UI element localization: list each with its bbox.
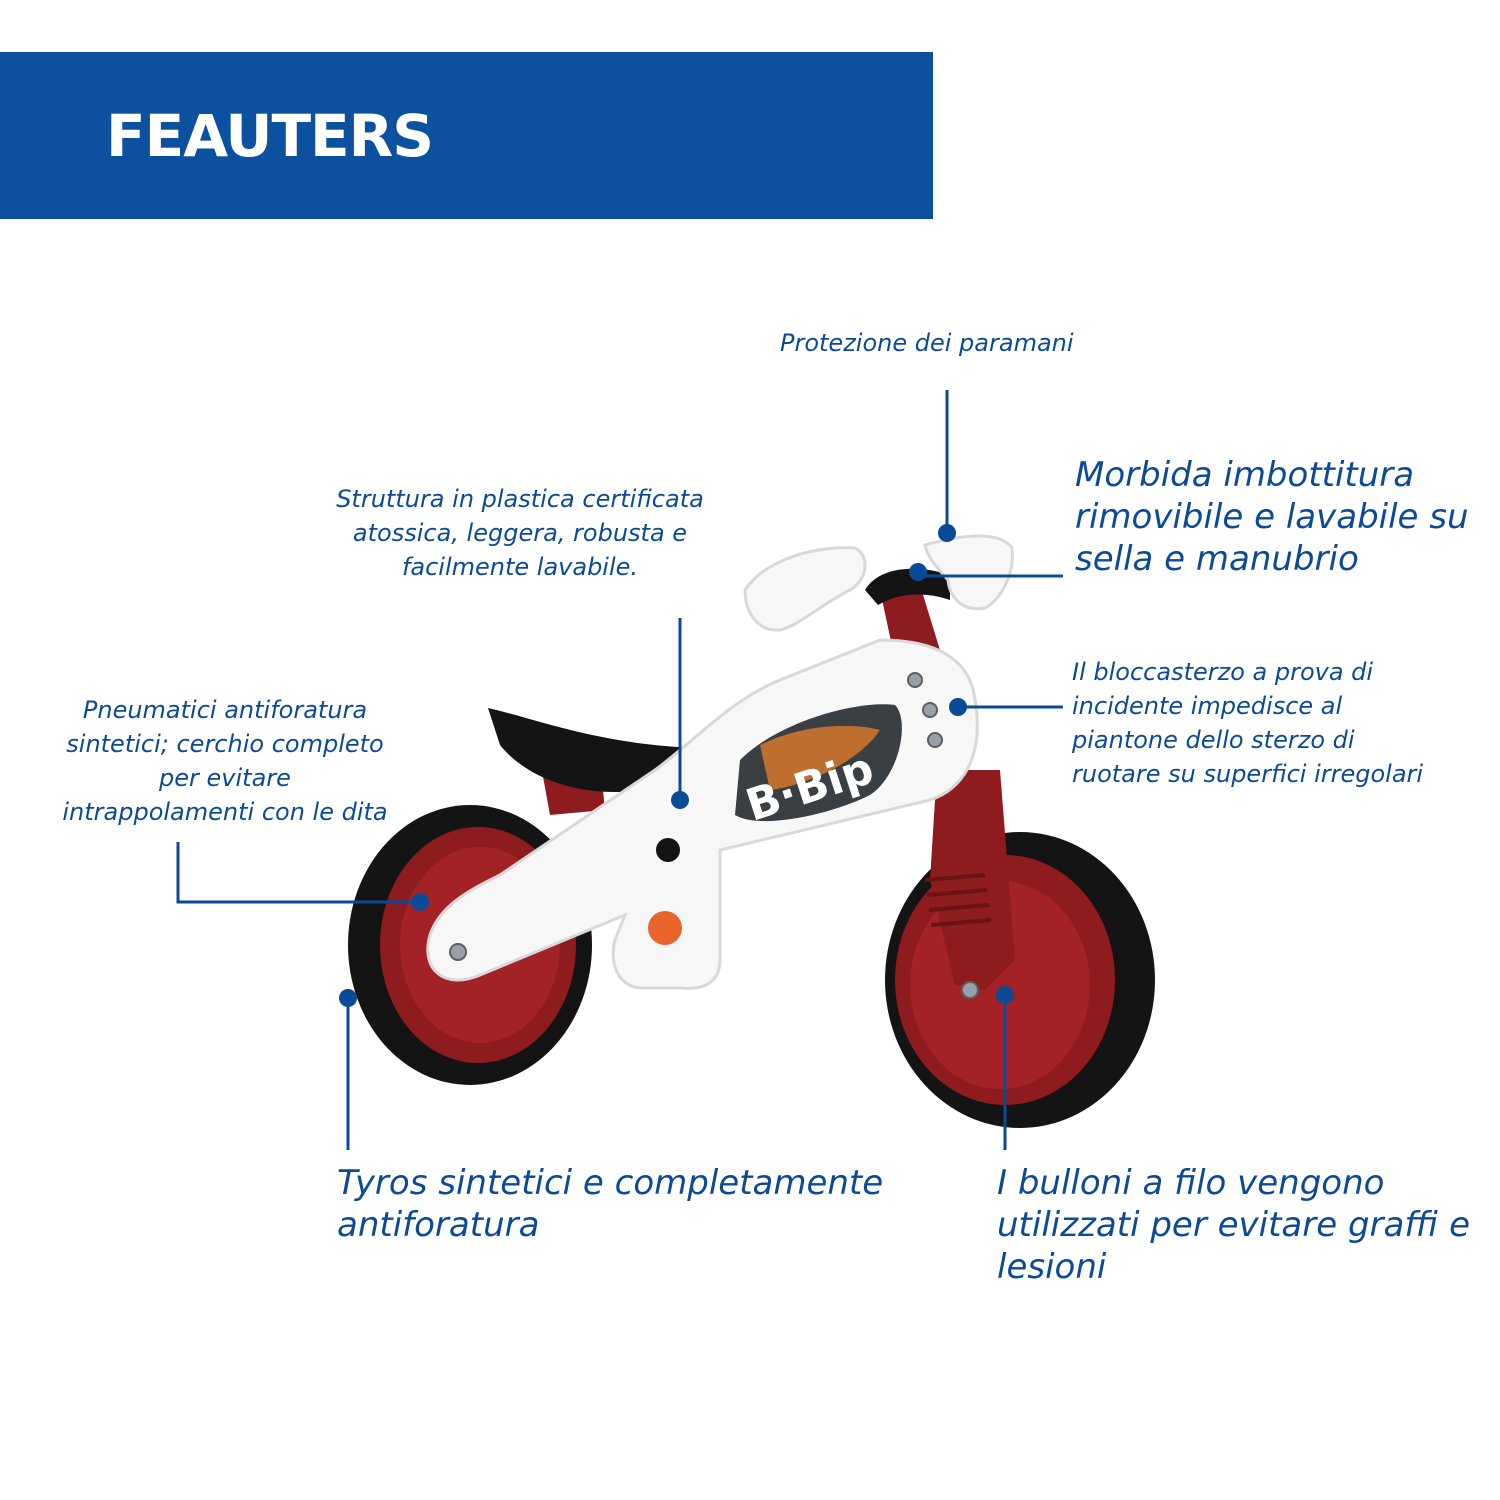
annotation-hand-guard: Protezione dei paramani	[780, 326, 1074, 360]
front-fork	[930, 770, 1015, 990]
annotation-line: I bulloni a filo vengono	[997, 1163, 1385, 1203]
hand-guard-right	[923, 534, 1014, 611]
annotation-line: rimovibile e lavabile su	[1075, 497, 1469, 537]
leader-dot-tyres	[339, 989, 357, 1007]
annotation-line: sintetici; cerchio completo	[66, 730, 384, 758]
handlebar-grip	[865, 568, 950, 605]
leader-dot-hand-guard	[938, 524, 956, 542]
annotation-line: utilizzati per evitare graffi e	[997, 1205, 1471, 1245]
annotation-structure: Struttura in plastica certificata atossi…	[290, 482, 750, 584]
annotation-tyres-rim: Pneumatici antiforatura sintetici; cerch…	[20, 693, 430, 829]
leader-dot-bolts	[996, 986, 1014, 1004]
annotation-line: incidente impedisce al	[1072, 692, 1343, 720]
leader-tyres-rim	[176, 842, 420, 904]
annotation-line: Protezione dei paramani	[780, 329, 1074, 357]
annotation-line: Tyros sintetici e completamente	[337, 1163, 884, 1203]
annotation-line: atossica, leggera, robusta e	[352, 519, 688, 547]
annotation-bolts: I bulloni a filo vengono utilizzati per …	[997, 1162, 1470, 1288]
annotation-line: facilmente lavabile.	[401, 553, 639, 581]
leader-dot-structure	[671, 791, 689, 809]
decal-brush	[760, 725, 880, 790]
annotation-line: lesioni	[997, 1247, 1107, 1287]
annotation-steering-lock: Il bloccasterzo a prova di incidente imp…	[1072, 655, 1423, 791]
annotation-padding: Morbida imbottitura rimovibile e lavabil…	[1075, 454, 1469, 580]
annotation-line: sella e manubrio	[1075, 539, 1359, 579]
annotation-tyres: Tyros sintetici e completamente antifora…	[337, 1162, 883, 1246]
annotation-line: piantone dello sterzo di	[1072, 726, 1355, 754]
annotation-line: Morbida imbottitura	[1075, 455, 1415, 495]
leader-dot-steering-lock	[949, 698, 967, 716]
hand-guard-left	[743, 546, 867, 632]
annotation-line: Il bloccasterzo a prova di	[1072, 658, 1374, 686]
leader-dot-padding	[909, 563, 927, 581]
leader-dot-tyres-rim	[411, 893, 429, 911]
annotation-line: ruotare su superfici irregolari	[1072, 760, 1424, 788]
annotation-line: Pneumatici antiforatura	[82, 696, 368, 724]
annotation-line: intrappolamenti con le dita	[62, 798, 388, 826]
annotation-line: per evitare	[159, 764, 291, 792]
fork-ribs	[924, 873, 992, 927]
sticker	[648, 911, 682, 945]
annotation-line: Struttura in plastica certificata	[336, 485, 704, 513]
page-title: FEAUTERS	[106, 102, 434, 170]
seat	[488, 708, 701, 793]
header-banner	[0, 52, 933, 219]
frame-bolts	[449, 672, 979, 999]
annotation-line: antiforatura	[337, 1205, 540, 1245]
frame-knob	[656, 838, 680, 862]
